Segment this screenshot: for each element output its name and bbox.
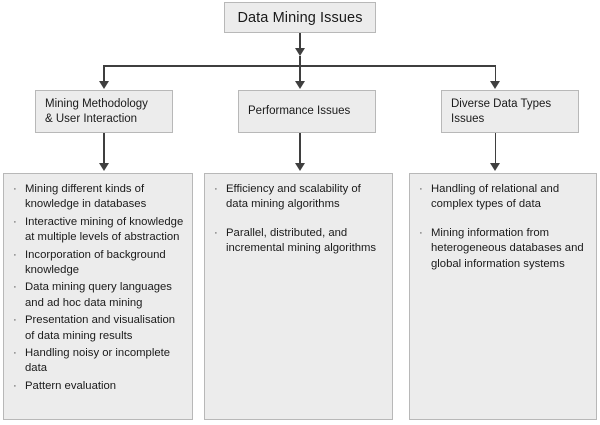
bullet-item-label: Efficiency and scalability of data minin…	[226, 183, 361, 211]
arrow-head-category-1	[295, 81, 305, 89]
node-title-label: Data Mining Issues	[237, 9, 363, 26]
bullet-dot-icon: ·	[13, 379, 17, 392]
bullet-item: · Efficiency and scalability of data mini…	[211, 182, 385, 213]
bullet-dot-icon: ·	[13, 314, 17, 327]
connector-drop-1	[299, 65, 301, 83]
arrow-head-detail-1	[295, 163, 305, 171]
bullet-item-label: Handling of relational and complex types…	[431, 183, 560, 211]
node-mining-methodology-user-interaction[interactable]: Mining Methodology & User Interaction	[35, 90, 173, 133]
bullet-dot-icon: ·	[13, 183, 17, 195]
bullet-item: · Parallel, distributed, and incremental …	[211, 226, 385, 257]
bullet-item: · Pattern evaluation	[10, 379, 185, 394]
node-performance-issues[interactable]: Performance Issues	[238, 90, 376, 133]
bullet-item: · Presentation and visualisation of data …	[10, 313, 185, 344]
bullet-item-label: Incorporation of background knowledge	[25, 248, 166, 277]
node-data-mining-issues[interactable]: Data Mining Issues	[224, 2, 376, 33]
arrow-head-detail-2	[490, 163, 501, 171]
arrow-head-title-stem	[295, 48, 305, 56]
connector-detail-1	[299, 133, 301, 165]
arrow-head-category-2	[490, 81, 501, 89]
category-label-2: Diverse Data Types Issues	[451, 98, 552, 125]
bullet-list-1: · Efficiency and scalability of data mini…	[211, 182, 385, 257]
bullet-dot-icon: ·	[13, 281, 17, 294]
bullet-dot-icon: ·	[13, 248, 17, 261]
detail-box-performance-issues: · Efficiency and scalability of data mini…	[204, 173, 393, 420]
bullet-list-2: · Handling of relational and complex type…	[416, 182, 589, 272]
bullet-item-label: Pattern evaluation	[25, 379, 117, 392]
bullet-item: · Handling noisy or incomplete data	[10, 346, 185, 377]
bullet-dot-icon: ·	[419, 183, 423, 195]
category-label-0: Mining Methodology & User Interaction	[45, 98, 148, 125]
node-diverse-data-types-issues[interactable]: Diverse Data Types Issues	[441, 90, 579, 133]
bullet-item: · Interactive mining of knowledge at mult…	[10, 215, 185, 246]
bullet-item-label: Parallel, distributed, and incremental m…	[226, 226, 377, 255]
bullet-item: · Handling of relational and complex type…	[416, 182, 589, 213]
bullet-item-label: Handling noisy or incomplete data	[25, 347, 171, 375]
connector-drop-0	[103, 65, 105, 83]
bullet-item-label: Mining different kinds of knowledge in d…	[25, 183, 147, 211]
arrow-head-category-0	[98, 81, 109, 89]
bullet-item: · Data mining query languages and ad hoc …	[10, 280, 185, 311]
bullet-item-label: Presentation and visualisation of data m…	[25, 314, 176, 342]
bullet-dot-icon: ·	[214, 226, 218, 239]
detail-box-diverse-data-types: · Handling of relational and complex type…	[409, 173, 597, 420]
detail-box-mining-methodology: · Mining different kinds of knowledge in …	[3, 173, 193, 420]
connector-title-stem	[299, 33, 301, 51]
bullet-item-label: Mining information from heterogeneous da…	[431, 226, 584, 270]
bullet-item-label: Interactive mining of knowledge at multi…	[25, 215, 184, 244]
arrow-head-detail-0	[98, 163, 109, 171]
bullet-list-0: · Mining different kinds of knowledge in …	[10, 182, 185, 394]
bullet-dot-icon: ·	[13, 347, 17, 360]
connector-drop-2	[494, 65, 497, 83]
bullet-item-label: Data mining query languages and ad hoc d…	[25, 281, 172, 309]
bullet-item: · Mining different kinds of knowledge in …	[10, 182, 185, 213]
bullet-item: · Mining information from heterogeneous d…	[416, 226, 589, 272]
connector-detail-0	[103, 133, 105, 165]
bullet-dot-icon: ·	[214, 183, 218, 195]
category-label-1: Performance Issues	[248, 105, 351, 118]
bullet-item: · Incorporation of background knowledge	[10, 248, 185, 279]
bullet-dot-icon: ·	[13, 215, 17, 228]
bullet-dot-icon: ·	[419, 226, 423, 239]
connector-title-stem-lower	[299, 56, 301, 66]
connector-detail-2	[494, 133, 497, 165]
